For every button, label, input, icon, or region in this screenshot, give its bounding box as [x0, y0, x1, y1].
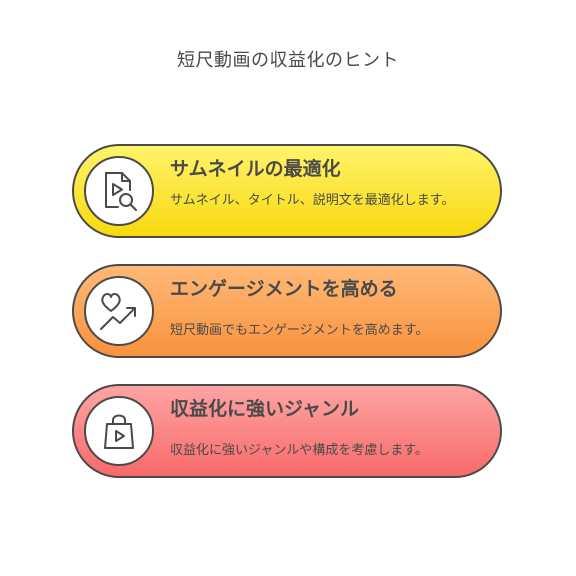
card-title: エンゲージメントを高める	[170, 278, 398, 300]
page-title: 短尺動画の収益化のヒント	[177, 50, 399, 71]
card-title: サムネイルの最適化	[170, 158, 341, 180]
card-description: 短尺動画でもエンゲージメントを高めます。	[170, 323, 429, 338]
card-description: サムネイル、タイトル、説明文を最適化します。	[170, 193, 455, 208]
card-engagement: エンゲージメントを高める 短尺動画でもエンゲージメントを高めます。	[72, 264, 502, 358]
heart-trend-up-icon	[100, 293, 136, 330]
icon-circle	[84, 156, 154, 226]
icon-circle	[84, 396, 154, 466]
video-file-search-icon	[105, 172, 137, 211]
card-monetization-genre: 収益化に強いジャンル 収益化に強いジャンルや構成を考慮します。	[72, 384, 502, 478]
card-thumbnail-optimization: サムネイルの最適化 サムネイル、タイトル、説明文を最適化します。	[72, 144, 502, 238]
icon-circle	[84, 276, 154, 346]
card-description: 収益化に強いジャンルや構成を考慮します。	[170, 443, 429, 458]
shopping-bag-play-icon	[104, 414, 134, 449]
card-title: 収益化に強いジャンル	[170, 398, 360, 420]
